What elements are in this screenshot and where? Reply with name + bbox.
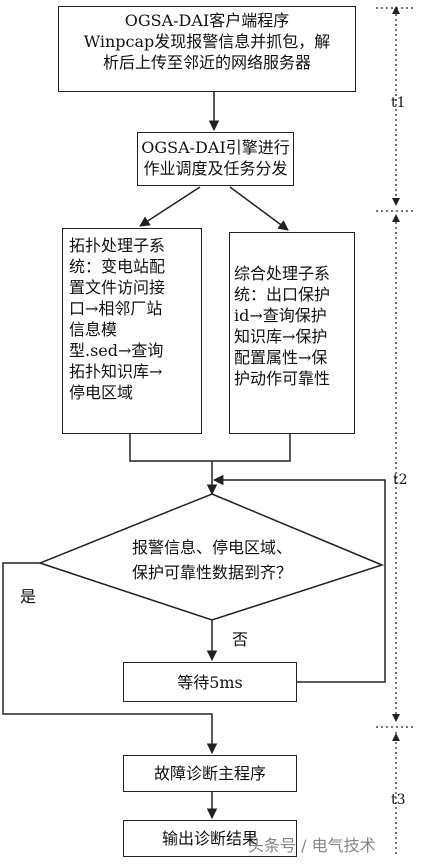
- timeline-arrowhead: [392, 214, 400, 222]
- diagnosis-text: 故障诊断主程序: [153, 764, 266, 783]
- yes-path-line: [2, 562, 218, 755]
- timeline-arrowhead: [392, 714, 400, 722]
- watermark: 头条号 / 电气技术: [248, 836, 376, 855]
- engine-dispatch-text: OGSA-DAI引擎进行 作业调度及任务分发: [141, 138, 290, 178]
- arrow-box2-to-box3: [139, 186, 201, 227]
- topology-subsystem-text: 拓扑处理子系 统：变电站配 置文件访问接 口→相邻厂站 信息模 型.sed→查询…: [69, 236, 166, 402]
- merge-line: [129, 434, 291, 462]
- timeline-arrowhead: [392, 6, 400, 14]
- yes-label: 是: [20, 587, 37, 606]
- engine-dispatch-box: OGSA-DAI引擎进行 作业调度及任务分发: [137, 132, 294, 186]
- wait-text: 等待5ms: [177, 673, 243, 692]
- decision-text: 报警信息、停电区域、 保护可靠性数据到齐？: [131, 538, 292, 582]
- output-text: 输出诊断结果: [161, 829, 258, 848]
- timeline-label-t1: t1: [391, 95, 406, 111]
- topology-subsystem-box: 拓扑处理子系 统：变电站配 置文件访问接 口→相邻厂站 信息模 型.sed→查询…: [62, 228, 202, 434]
- arrow-box2-to-box4: [229, 186, 289, 231]
- wait-box: 等待5ms: [123, 662, 297, 702]
- integrated-subsystem-text: 综合处理子系 统：出口保护 id→查询保护 知识库→保护 配置属性→保 护动作可…: [234, 264, 331, 388]
- diagnosis-box: 故障诊断主程序: [123, 755, 297, 792]
- timeline-label-t2: t2: [393, 472, 408, 488]
- timeline-arrowhead: [392, 198, 400, 206]
- client-capture-box: OGSA-DAI客户端程序 Winpcap发现报警信息并抓包，解 析后上传至邻近…: [58, 6, 356, 92]
- wait-loop-line: [212, 474, 386, 683]
- timeline-label-t3: t3: [391, 792, 406, 808]
- timeline-arrowhead: [392, 733, 400, 741]
- integrated-subsystem-box: 综合处理子系 统：出口保护 id→查询保护 知识库→保护 配置属性→保 护动作可…: [229, 232, 355, 434]
- client-capture-text: OGSA-DAI客户端程序 Winpcap发现报警信息并抓包，解 析后上传至邻近…: [83, 11, 331, 72]
- no-label: 否: [232, 630, 249, 649]
- output-box: 输出诊断结果: [123, 820, 297, 857]
